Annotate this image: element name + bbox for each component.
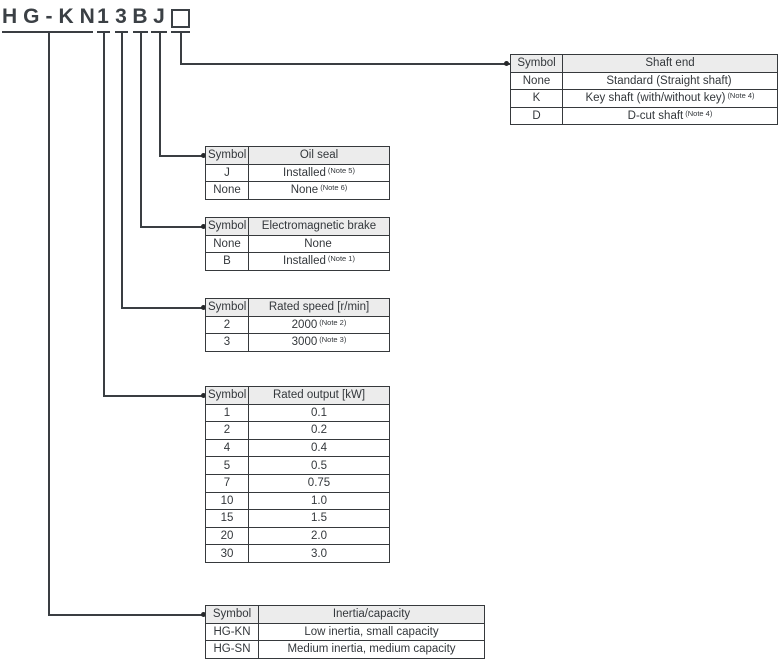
column-header: Symbol [205,146,249,165]
column-header: Rated output [kW] [248,386,390,405]
leader-vertical-speed [121,31,123,307]
leader-horizontal-oil-seal [159,155,206,157]
model-segment-rated-output: 1 [97,5,109,28]
column-header: Inertia/capacity [258,605,485,624]
note-ref: (Note 4) [685,109,713,119]
blank-box-icon [171,9,190,28]
leader-vertical-oil-seal [159,31,161,155]
leader-dot-output [201,393,206,398]
column-header: Rated speed [r/min] [248,298,390,317]
leader-dot-shaft-end [504,61,509,66]
leader-vertical-brake [140,31,142,226]
note-ref: (Note 1) [327,254,355,264]
leader-horizontal-output [103,395,206,397]
leader-vertical-shaft-end [180,31,182,63]
note-ref: (Note 5) [327,165,355,175]
model-segment-rated-speed: 3 [115,5,127,28]
column-header: Symbol [205,605,259,624]
note-ref: (Note 4) [727,91,755,101]
column-header: Symbol [205,386,249,405]
column-header: Symbol [205,217,249,236]
column-header: Symbol [205,298,249,317]
model-segment-series: HG-KN [2,5,101,28]
column-header: Oil seal [248,146,390,165]
model-segment-brake: B [132,5,148,28]
leader-dot-speed [201,305,206,310]
note-ref: (Note 2) [319,317,347,327]
column-header: Shaft end [562,54,778,73]
note-ref: (Note 3) [319,335,347,345]
model-segment-oil-seal: J [153,5,165,28]
column-header: Electromagnetic brake [248,217,390,236]
leader-horizontal-speed [121,307,206,309]
leader-dot-inertia [201,612,206,617]
leader-horizontal-inertia [48,614,206,616]
leader-dot-brake [201,224,206,229]
note-ref: (Note 6) [320,183,348,193]
leader-dot-oil-seal [201,153,206,158]
leader-vertical-series [48,31,50,614]
underline-series [2,31,93,33]
leader-vertical-output [103,31,105,395]
leader-horizontal-brake [140,226,206,228]
column-header: Symbol [510,54,563,73]
leader-horizontal-shaft-end [180,63,510,65]
